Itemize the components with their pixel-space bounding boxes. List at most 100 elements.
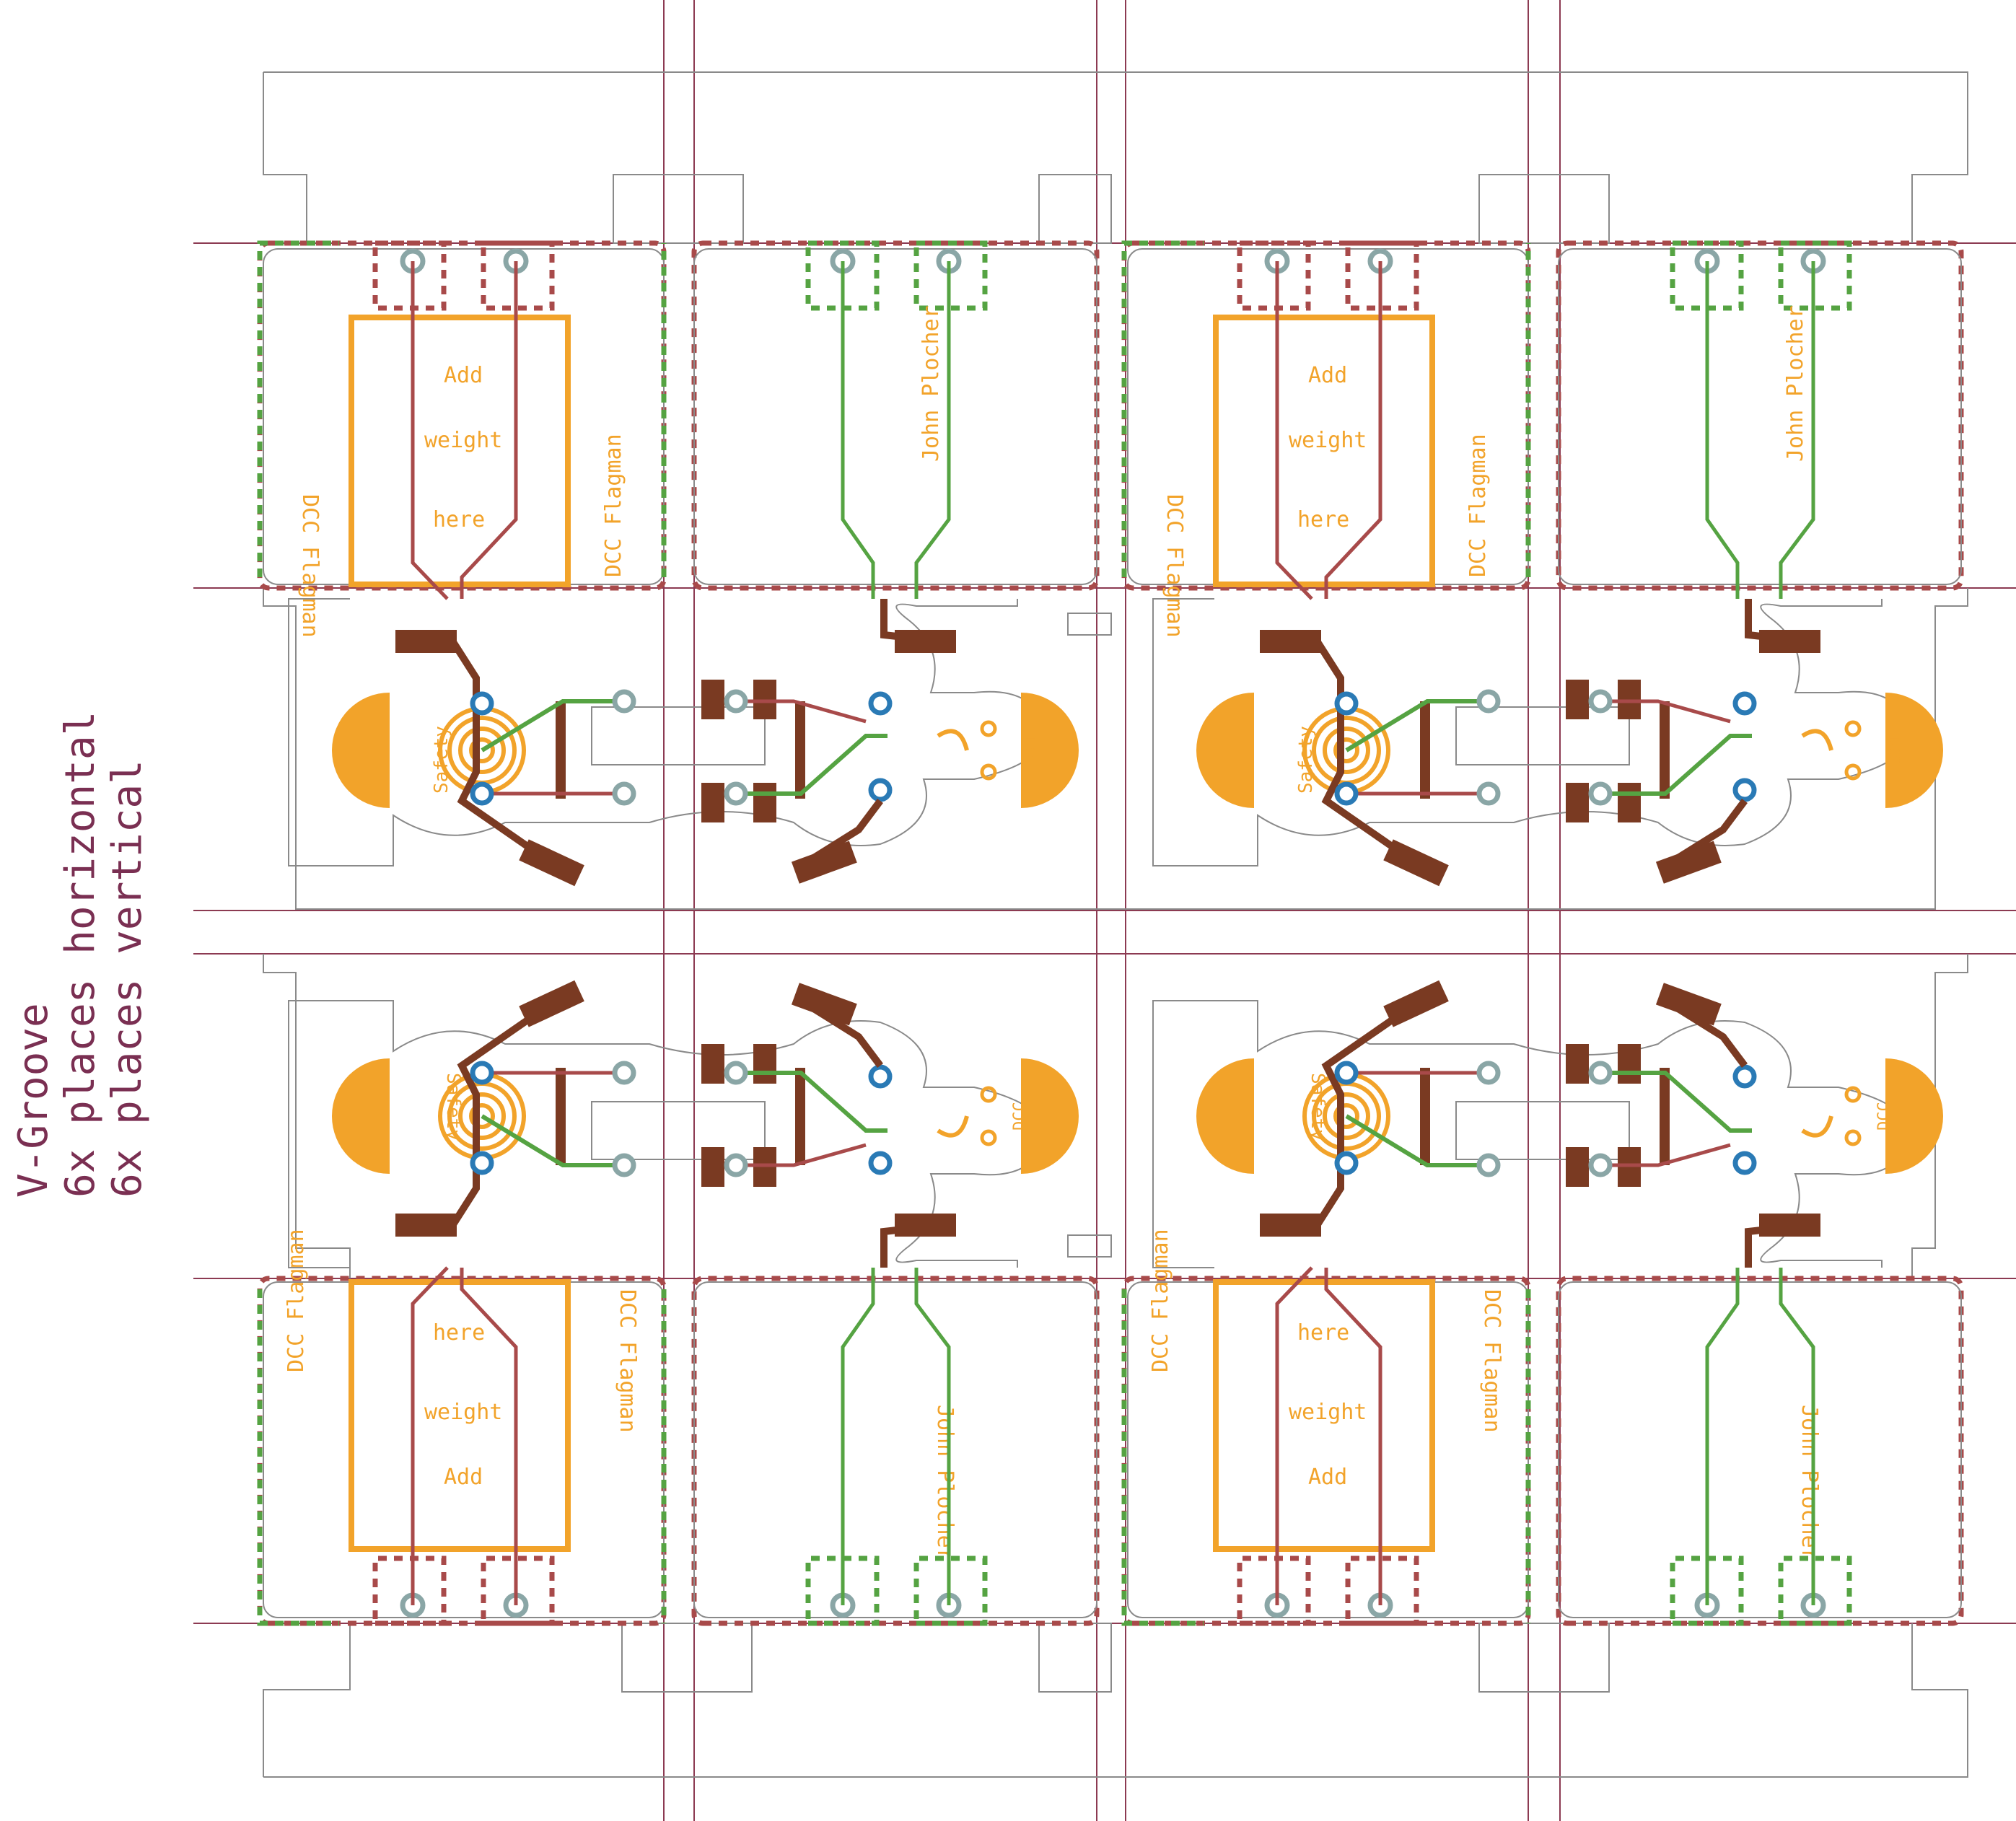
board-name-label: DCC Flagman	[1465, 434, 1491, 577]
connector-pad-outline	[805, 1555, 880, 1626]
board-outline-dashed	[1121, 1289, 1204, 1626]
via	[612, 1061, 636, 1085]
figure-outline	[288, 598, 1048, 866]
top-copper-trace	[1600, 734, 1752, 796]
top-copper-trace	[1345, 699, 1489, 752]
via	[612, 689, 636, 714]
board-outline-dashed	[1556, 240, 1964, 591]
weight-label-weight: weight	[1289, 428, 1367, 453]
connector-pad-outline	[805, 240, 880, 311]
smd-pad	[395, 1214, 457, 1237]
via	[1588, 1153, 1613, 1177]
via	[1476, 1061, 1501, 1085]
via	[1476, 1153, 1501, 1177]
bottom-copper-trace	[736, 1143, 867, 1167]
safety-ring	[469, 1103, 495, 1129]
via	[1588, 689, 1613, 714]
board-outline-dashed	[257, 240, 339, 577]
via	[470, 1151, 494, 1175]
board-name-label: DCC Flagman	[1148, 1229, 1173, 1372]
author-label: John Plocher	[1797, 1405, 1822, 1561]
figure-outline	[1152, 598, 1912, 866]
top-copper-trace	[736, 1071, 888, 1133]
smd-pad	[701, 1044, 724, 1084]
smd-pad	[1383, 839, 1449, 887]
safety-label: Safety	[442, 1073, 464, 1141]
weight-label-here: here	[1297, 507, 1349, 532]
bottom-copper-trace	[460, 1268, 518, 1605]
resistor-body	[795, 701, 805, 799]
right-head-fill	[1021, 1058, 1079, 1174]
via	[470, 1061, 494, 1085]
smd-pad	[1566, 1147, 1589, 1187]
via	[1334, 781, 1359, 806]
safety-ring	[458, 727, 506, 774]
face-mouth	[937, 1115, 969, 1138]
top-copper-trace	[481, 699, 624, 752]
weight-label-add: Add	[1308, 1465, 1347, 1490]
top-copper-trace	[1705, 1268, 1740, 1605]
top-copper-trace	[1600, 1071, 1752, 1133]
face-eye	[980, 1086, 997, 1103]
connector-pad-outline	[372, 240, 447, 311]
smd-pad	[1566, 783, 1589, 822]
resistor-body	[795, 1068, 805, 1165]
safety-label: Safety	[1307, 1073, 1328, 1141]
top-copper-trace	[914, 1268, 951, 1605]
board-name-label: DCC Flagman	[297, 494, 323, 638]
weight-label-add: Add	[444, 1465, 483, 1490]
connector-pad-outline	[1670, 1555, 1744, 1626]
dcc-label: DCC	[1875, 1102, 1893, 1131]
smd-pad	[1759, 630, 1820, 653]
top-copper-trace	[1705, 261, 1740, 599]
dcc-label: DCC	[1885, 736, 1903, 765]
top-copper-trace	[1779, 261, 1815, 599]
smd-pad	[395, 630, 457, 653]
weight-label-add: Add	[444, 363, 483, 388]
weight-label-weight: weight	[424, 1400, 502, 1425]
via	[1334, 691, 1359, 716]
via	[868, 1151, 893, 1175]
via	[868, 1064, 893, 1089]
connector-pad-outline	[372, 1555, 447, 1626]
smd-pad	[1383, 980, 1449, 1027]
resistor-body	[556, 1068, 566, 1165]
bottom-copper-trace	[1324, 261, 1382, 599]
via	[1476, 689, 1501, 714]
resistor-body	[1420, 701, 1430, 799]
weight-box	[1213, 315, 1435, 587]
connector-pad-outline	[1345, 240, 1419, 311]
bottom-copper-trace	[411, 1266, 449, 1605]
right-head-fill	[1021, 693, 1079, 808]
dcc-label: DCC	[1020, 736, 1038, 765]
weight-label-weight: weight	[1289, 1400, 1367, 1425]
center-cutout	[591, 706, 766, 765]
note-line-3: 6x places vertical	[104, 760, 151, 1198]
via	[1732, 691, 1757, 716]
smd-pad	[519, 980, 584, 1027]
head-fill	[1196, 1058, 1254, 1174]
connector-pad-outline	[913, 240, 988, 311]
safety-label: Safety	[431, 726, 452, 794]
bottom-copper-trace	[1600, 699, 1731, 724]
face-eye	[1844, 763, 1862, 781]
connector-pad-outline	[1778, 240, 1852, 311]
smd-pad	[1655, 983, 1722, 1026]
bottom-copper-trace	[736, 699, 867, 724]
via	[868, 691, 893, 716]
top-copper-trace	[481, 1114, 624, 1167]
safety-ring	[1323, 1092, 1370, 1140]
face-mouth	[1801, 729, 1833, 751]
smd-pad	[1566, 1044, 1589, 1084]
board-outline-dashed	[1556, 1276, 1964, 1626]
board-edge	[693, 248, 1097, 585]
board-name-label: DCC Flagman	[615, 1289, 640, 1433]
safety-label: Safety	[1295, 726, 1317, 794]
smd-pad	[1655, 841, 1722, 884]
face-eye	[1844, 720, 1862, 737]
panel-frame	[263, 71, 1968, 1778]
smd-pad	[701, 1147, 724, 1187]
